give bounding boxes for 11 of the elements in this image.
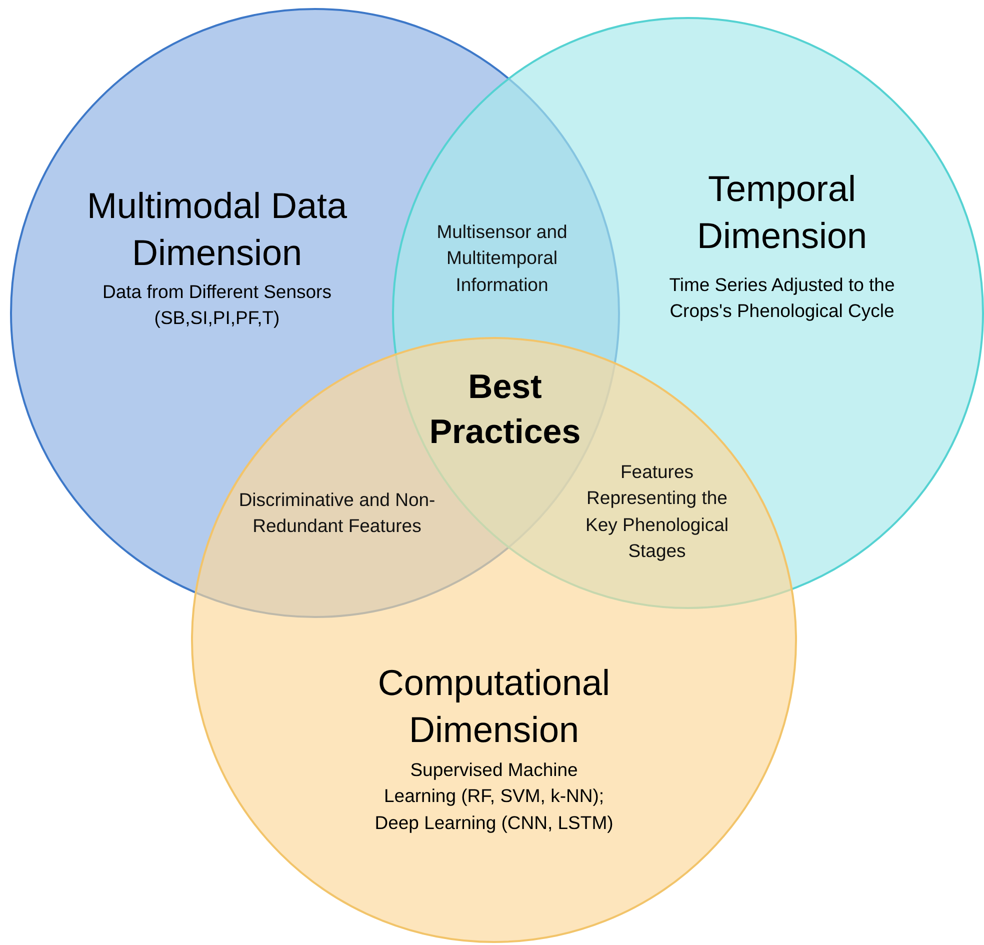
center-title: Best Practices	[428, 367, 582, 453]
overlap-label: Multisensor and Multitemporal Information	[436, 220, 568, 297]
circle-description: Supervised Machine Learning (RF, SVM, k-NN); Deep Learning (CNN, LSTM)	[374, 758, 614, 835]
circle-heading: Temporal Dimension	[696, 167, 868, 258]
circle-description: Data from Different Sensors (SB,SI,PI,PF,T)	[102, 280, 332, 330]
overlap-label: Discriminative and Non-Redundant Features	[238, 488, 436, 538]
overlap-label: Features Representing the Key Phenological Stages	[584, 460, 730, 563]
circle-heading: Computational Dimension	[376, 661, 612, 752]
circle-heading: Multimodal Data Dimension	[86, 184, 348, 275]
venn-circle	[191, 337, 797, 943]
circle-description: Time Series Adjusted to the Crops's Phenological Cycle	[668, 273, 896, 324]
